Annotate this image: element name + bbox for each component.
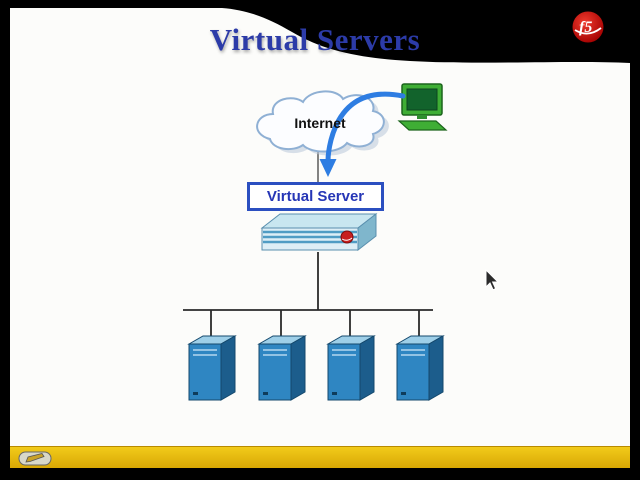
f5-logo: f5 xyxy=(572,11,604,43)
f5-logo-text: f5 xyxy=(579,19,592,36)
pen-tool-button[interactable] xyxy=(18,449,56,467)
presentation-toolbar xyxy=(10,446,630,468)
internet-label: Internet xyxy=(294,115,346,131)
virtual-server-box: Virtual Server xyxy=(247,182,384,211)
slide-title: Virtual Servers xyxy=(209,22,421,57)
virtual-server-label: Virtual Server xyxy=(266,188,365,205)
f5-logo-swoosh xyxy=(574,27,602,35)
f5-logo-ball xyxy=(572,11,604,43)
mouse-cursor xyxy=(485,269,500,291)
top-swoosh-shape xyxy=(222,8,630,63)
pencil-icon xyxy=(25,453,45,463)
